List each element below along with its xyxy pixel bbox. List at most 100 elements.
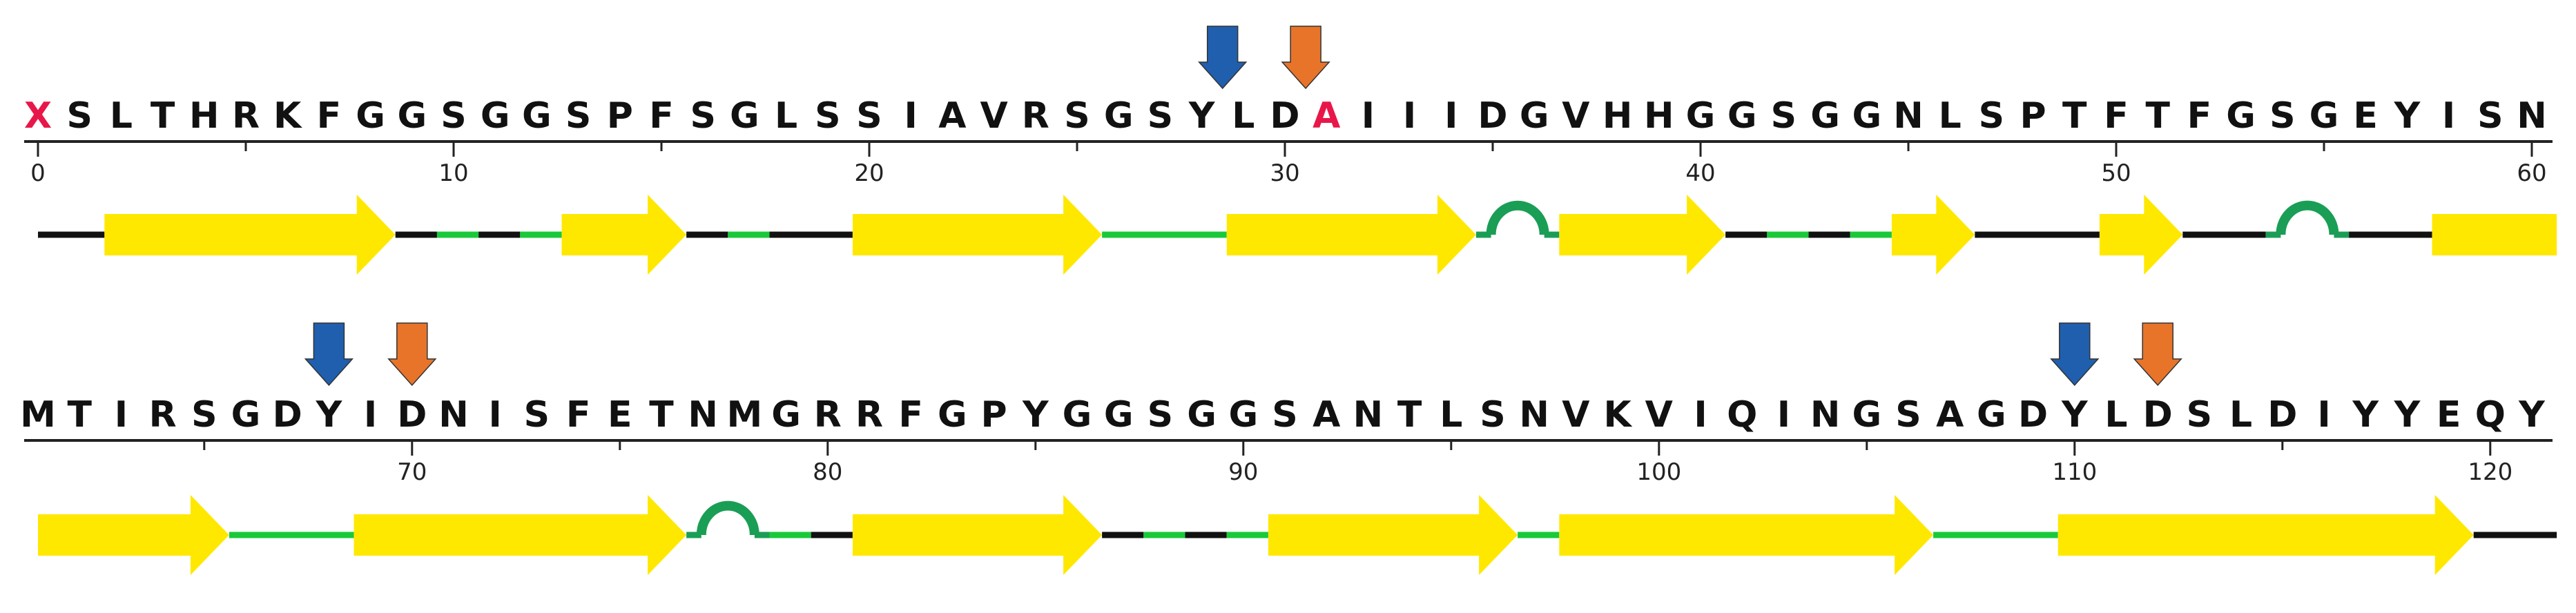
beta-strand-arrow (1268, 495, 1518, 575)
residue-letter: S (1979, 95, 2004, 137)
residue-letter: N (1810, 394, 1841, 436)
residue-letter: D (1478, 95, 1507, 137)
ruler-tick-label: 120 (2468, 458, 2512, 486)
residue-letter: S (191, 394, 217, 436)
residue-letter: K (1603, 394, 1632, 436)
beta-strand-arrow (852, 195, 1103, 275)
residue-letter: N (438, 394, 469, 436)
residue-letter: P (2020, 95, 2046, 137)
residue-letter: D (2267, 394, 2297, 436)
residue-letter: R (1022, 95, 1049, 137)
highlighted-residue: X (24, 95, 52, 137)
ruler-tick-label: 20 (854, 159, 884, 187)
residue-letter: V (980, 95, 1007, 137)
residue-letter: L (2104, 394, 2127, 436)
residue-letter: V (1562, 394, 1589, 436)
beta-strand-arrow (2057, 495, 2474, 575)
residue-letter: N (2517, 95, 2547, 137)
residue-letter: G (231, 394, 261, 436)
residue-letter: E (2437, 394, 2461, 436)
residue-letter: G (1187, 394, 1217, 436)
residue-letter: G (1104, 394, 1134, 436)
residue-letter: S (565, 95, 591, 137)
residue-letter: L (775, 95, 797, 137)
orange-marker-arrow (2133, 322, 2182, 387)
residue-letter: F (898, 394, 923, 436)
residue-letter: I (1694, 394, 1707, 436)
bend-arc (696, 500, 759, 536)
residue-letter: G (481, 95, 510, 137)
residue-letter: D (2143, 394, 2173, 436)
beta-strand-arrow (2099, 195, 2183, 275)
residue-letter: A (938, 95, 966, 137)
residue-letter: D (1270, 95, 1299, 137)
residue-letter: S (856, 95, 882, 137)
beta-strand-arrow (852, 495, 1103, 575)
residue-letter: S (2269, 95, 2295, 137)
residue-letter: G (2226, 95, 2256, 137)
residue-letter: D (2018, 394, 2048, 436)
residue-letter: D (273, 394, 302, 436)
residue-letter: I (489, 394, 502, 436)
beta-strand-arrow (38, 495, 229, 575)
ruler-tick-label: 50 (2101, 159, 2131, 187)
residue-letter: G (730, 95, 759, 137)
ruler-tick-label: 0 (30, 159, 46, 187)
residue-letter: F (317, 95, 342, 137)
residue-letter: Y (2352, 394, 2379, 436)
residue-letter: T (2145, 95, 2170, 137)
residue-letter: S (1895, 394, 1921, 436)
residue-letter: L (110, 95, 133, 137)
ruler-tick-label: 100 (1636, 458, 1681, 486)
residue-letter: T (2062, 95, 2087, 137)
residue-letter: H (189, 95, 220, 137)
residue-letter: L (2229, 394, 2252, 436)
residue-letter: Y (2518, 394, 2546, 436)
residue-letter: T (1397, 394, 1422, 436)
residue-letter: A (1936, 394, 1964, 436)
residue-letter: S (815, 95, 840, 137)
residue-letter: G (397, 95, 427, 137)
residue-letter: N (688, 394, 718, 436)
residue-letter: T (67, 394, 92, 436)
residue-letter: E (608, 394, 632, 436)
residue-letter: I (1777, 394, 1790, 436)
beta-strand-arrow (1559, 495, 1934, 575)
residue-letter: V (1562, 95, 1589, 137)
residue-letter: F (2187, 95, 2212, 137)
residue-letter: R (149, 394, 177, 436)
ruler-tick-label: 30 (1270, 159, 1299, 187)
residue-letter: F (566, 394, 591, 436)
residue-letter: N (1893, 95, 1924, 137)
residue-letter: Y (1188, 95, 1216, 137)
residue-letter: S (66, 95, 92, 137)
residue-letter: S (1147, 394, 1173, 436)
ruler-tick-label: 40 (1685, 159, 1715, 187)
residue-letter: G (1063, 394, 1092, 436)
residue-letter: H (1602, 95, 1633, 137)
residue-letter: G (1977, 394, 2006, 436)
beta-strand-arrow (1559, 195, 1726, 275)
residue-letter: S (690, 95, 715, 137)
residue-letter: L (1232, 95, 1255, 137)
residue-letter: G (522, 95, 552, 137)
residue-letter: I (1403, 95, 1416, 137)
residue-letter: S (1147, 95, 1173, 137)
residue-letter: G (1104, 95, 1134, 137)
residue-letter: A (1313, 394, 1340, 436)
highlighted-residue: A (1313, 95, 1340, 137)
residue-letter: S (2187, 394, 2212, 436)
residue-letter: S (1272, 394, 1297, 436)
residue-letter: I (115, 394, 128, 436)
residue-letter: H (1644, 95, 1674, 137)
residue-letter: I (904, 95, 918, 137)
residue-letter: I (2317, 394, 2330, 436)
residue-letter: T (151, 95, 175, 137)
residue-letter: I (364, 394, 377, 436)
ruler-tick-label: 10 (438, 159, 468, 187)
residue-letter: Q (1727, 394, 1757, 436)
residue-letter: G (1727, 95, 1757, 137)
residue-letter: E (2353, 95, 2378, 137)
